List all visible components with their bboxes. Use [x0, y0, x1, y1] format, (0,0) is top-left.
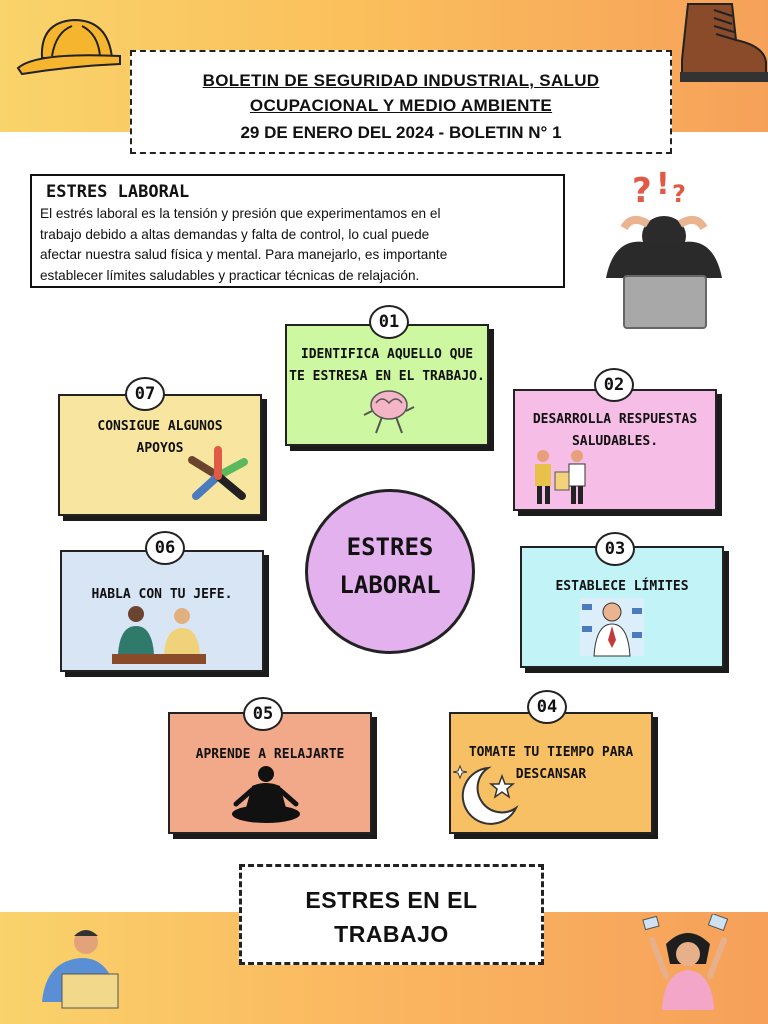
stressed-woman-illustration	[642, 914, 729, 1010]
bulletin-header: BOLETIN DE SEGURIDAD INDUSTRIAL, SALUD O…	[130, 50, 672, 154]
center-topic-circle: ESTRES LABORAL	[305, 489, 475, 654]
step-05-number: 05	[243, 697, 283, 731]
footer-title-box: ESTRES EN EL TRABAJO	[239, 864, 544, 965]
step-04-number: 04	[527, 690, 567, 724]
step-card-01: IDENTIFICA AQUELLO QUE TE ESTRESA EN EL …	[285, 324, 489, 446]
footer-line2: TRABAJO	[334, 921, 449, 947]
stressed-worker-illustration: ? ! ?	[606, 168, 722, 329]
step-card-06: HABLA CON TU JEFE.	[60, 550, 264, 672]
intro-line-2: trabajo debido a altas demandas y falta …	[40, 226, 430, 242]
hard-hat-icon	[16, 18, 121, 76]
svg-text:!: !	[656, 168, 670, 202]
step-01-text-line2: TE ESTRESA EN EL TRABAJO.	[289, 369, 485, 384]
intro-title: ESTRES LABORAL	[46, 182, 190, 202]
step-04-text-line1: TOMATE TU TIEMPO PARA	[468, 745, 634, 760]
support-hands-icon	[188, 446, 248, 500]
center-line1: ESTRES	[346, 533, 434, 561]
footer-line1: ESTRES EN EL	[305, 887, 478, 913]
step-02-number: 02	[594, 368, 634, 402]
tired-worker-illustration	[42, 930, 119, 1009]
step-07-number: 07	[125, 377, 165, 411]
step-04-text-line2: DESCANSAR	[515, 767, 587, 782]
header-title-line1: BOLETIN DE SEGURIDAD INDUSTRIAL, SALUD	[202, 71, 600, 90]
step-03-text-line1: ESTABLECE LÍMITES	[555, 579, 689, 594]
work-boot-icon	[680, 3, 768, 82]
svg-text:?: ?	[632, 171, 652, 211]
businessman-limits-icon	[580, 598, 644, 657]
step-01-number: 01	[369, 305, 409, 339]
step-07-text-line1: CONSIGUE ALGUNOS	[97, 419, 223, 434]
meditation-icon	[232, 766, 300, 823]
conversation-icon	[112, 606, 206, 664]
center-line2: LABORAL	[339, 571, 441, 599]
header-title-line2: OCUPACIONAL Y MEDIO AMBIENTE	[249, 96, 553, 115]
step-01-text-line1: IDENTIFICA AQUELLO QUE	[300, 347, 474, 362]
step-06-number: 06	[145, 531, 185, 565]
step-02-text-line2: SALUDABLES.	[571, 434, 659, 449]
intro-line-4: establecer límites saludables y practica…	[40, 267, 420, 283]
brain-icon	[363, 390, 415, 434]
step-card-07: CONSIGUE ALGUNOS APOYOS	[58, 394, 262, 516]
intro-line-3: afectar nuestra salud física y mental. P…	[40, 247, 448, 262]
moon-star-icon	[452, 764, 519, 825]
step-05-text-line1: APRENDE A RELAJARTE	[195, 747, 345, 762]
intro-box: ESTRES LABORAL El estrés laboral es la t…	[30, 174, 565, 288]
step-03-number: 03	[595, 532, 635, 566]
intro-line-1: El estrés laboral es la tensión y presió…	[40, 206, 441, 221]
svg-text:?: ?	[672, 180, 686, 208]
step-06-text-line1: HABLA CON TU JEFE.	[91, 587, 233, 602]
step-02-text-line1: DESARROLLA RESPUESTAS	[532, 412, 698, 427]
header-date-line: 29 DE ENERO DEL 2024 - BOLETIN N° 1	[240, 123, 562, 142]
step-07-text-line2: APOYOS	[136, 441, 184, 456]
team-workers-icon	[535, 450, 586, 504]
